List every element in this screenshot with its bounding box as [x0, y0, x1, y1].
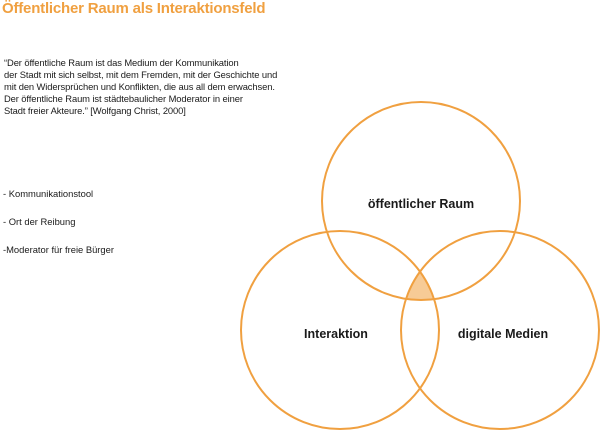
venn-circle-right: [400, 230, 600, 430]
bullet-item: - Ort der Reibung: [3, 216, 76, 227]
venn-label-top: öffentlicher Raum: [368, 197, 474, 211]
quote-line: Der öffentliche Raum ist städtebaulicher…: [4, 93, 243, 104]
quote-line: “Der öffentliche Raum ist das Medium der…: [4, 57, 239, 68]
venn-label-left: Interaktion: [304, 327, 368, 341]
page-title: Öffentlicher Raum als Interaktionsfeld: [2, 0, 266, 17]
quote-line: Stadt freier Akteure.” [Wolfgang Christ,…: [4, 105, 186, 116]
quote-line: der Stadt mit sich selbst, mit dem Fremd…: [4, 69, 278, 80]
bullet-item: - Kommunikationstool: [3, 188, 94, 199]
bullet-item: -Moderator für freie Bürger: [3, 244, 114, 255]
venn-circle-left: [240, 230, 440, 430]
bullet-list: - Kommunikationstool - Ort der Reibung -…: [3, 188, 114, 272]
quote-line: mit den Widersprüchen und Konflikten, di…: [4, 81, 275, 92]
quote: “Der öffentliche Raum ist das Medium der…: [4, 57, 349, 117]
venn-label-right: digitale Medien: [458, 327, 548, 341]
venn-circle-top: [321, 101, 521, 301]
